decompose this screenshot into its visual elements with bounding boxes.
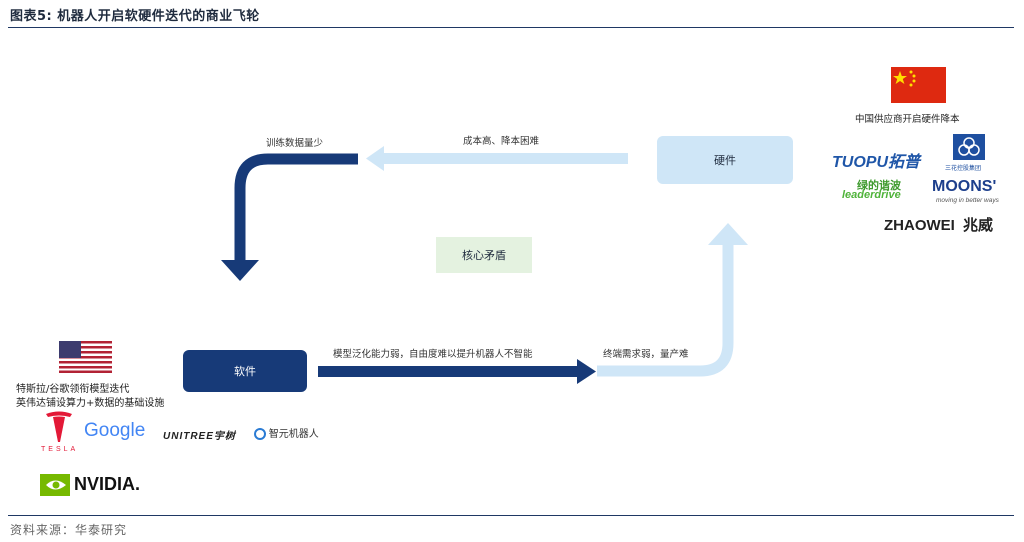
zhiyuan-logo: 智元机器人 <box>254 425 319 441</box>
sanhua-logo-text: 三花控股集团 <box>945 166 982 172</box>
edge-label-left: 训练数据量少 <box>266 138 324 149</box>
edge-label-bottom: 模型泛化能力弱，自由度难以提升机器人不智能 <box>333 349 533 360</box>
unitree-logo: UNITREE宇树 <box>163 431 236 442</box>
moons-logo: MOONS' <box>932 178 997 195</box>
moons-tagline: moving in better ways <box>936 197 999 204</box>
top-arrow <box>366 146 628 171</box>
tuopu-logo: TUOPU拓普 <box>832 154 921 171</box>
tesla-t-icon <box>46 411 72 442</box>
zhaowei-logo-cn: 兆威 <box>963 217 994 234</box>
core-contradiction-node: 核心矛盾 <box>436 237 532 273</box>
leaderdrive-logo-cn: 绿的谐波 <box>857 180 901 192</box>
title-divider <box>8 27 1014 28</box>
source-note: 资料来源：华泰研究 <box>10 523 128 537</box>
right-arrow <box>597 223 748 377</box>
leaderdrive-logo-en: leaderdrive <box>842 189 901 201</box>
usa-caption-line2: 英伟达铺设算力+数据的基础设施 <box>16 398 165 409</box>
edge-label-right: 终端需求弱，量产难 <box>603 349 689 360</box>
tesla-logo-text: TESLA <box>41 446 79 453</box>
left-arrow <box>221 153 358 281</box>
zhaowei-logo-en: ZHAOWEI <box>884 217 955 234</box>
zhiyuan-icon <box>254 428 266 441</box>
google-logo-text: Google <box>84 420 146 441</box>
china-flag-icon <box>891 67 946 103</box>
sanhua-logo-icon <box>952 134 986 164</box>
nvidia-logo-text: NVIDIA. <box>74 474 141 494</box>
hardware-node: 硬件 <box>657 136 793 184</box>
usa-flag-icon <box>59 341 112 373</box>
usa-caption-line1: 特斯拉/谷歌领衔模型迭代 <box>16 384 130 395</box>
footer-divider <box>8 515 1014 516</box>
bottom-arrow <box>318 359 596 384</box>
software-node: 软件 <box>183 350 307 392</box>
china-caption: 中国供应商开启硬件降本 <box>855 114 960 125</box>
google-logo: Google <box>84 420 145 442</box>
zhaowei-logo: ZHAOWEI 兆威 <box>884 214 993 235</box>
zhiyuan-logo-text: 智元机器人 <box>268 429 319 440</box>
edge-label-top: 成本高、降本困难 <box>463 136 540 147</box>
nvidia-eye-icon <box>40 474 70 496</box>
figure-title: 图表5: 机器人开启软硬件迭代的商业飞轮 <box>10 9 260 24</box>
